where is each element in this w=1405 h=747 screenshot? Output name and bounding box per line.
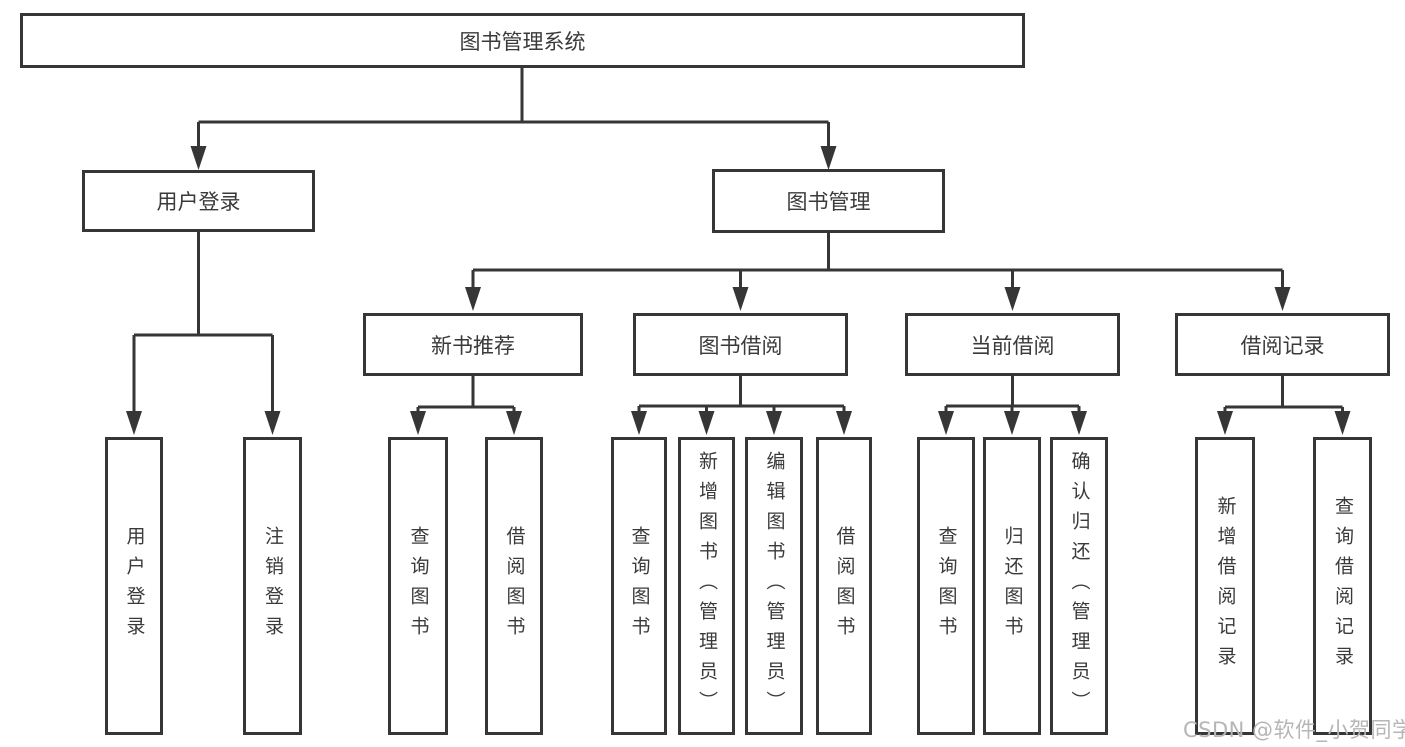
node-book-mgmt-label: 图书管理 bbox=[786, 190, 871, 214]
node-current-borrow-label: 当前借阅 bbox=[970, 333, 1055, 358]
leaf-current-confirm: 确认归还（管理员） bbox=[1050, 437, 1108, 735]
connector-book-mgmt-branch bbox=[471, 233, 1284, 290]
leaf-newbook-query: 查询图书 bbox=[388, 437, 448, 735]
leaf-record-add: 新增借阅记录 bbox=[1195, 437, 1255, 735]
leaf-borrow-add: 新增图书（管理员） bbox=[678, 437, 735, 735]
arrowhead-icon bbox=[1004, 411, 1020, 435]
leaf-borrow-edit: 编辑图书（管理员） bbox=[745, 437, 803, 735]
arrowhead-icon bbox=[1274, 287, 1291, 311]
leaf-user-login: 用户登录 bbox=[105, 437, 163, 735]
connector-user-login-branch bbox=[132, 232, 274, 414]
arrowhead-icon bbox=[732, 287, 749, 311]
arrowhead-icon bbox=[820, 146, 837, 170]
leaf-newbook-borrow-label: 借阅图书 bbox=[503, 526, 526, 646]
node-root: 图书管理系统 bbox=[20, 13, 1025, 68]
connector-new-book-branch bbox=[416, 376, 516, 414]
leaf-borrow-add-label: 新增图书（管理员） bbox=[696, 451, 718, 721]
arrowhead-icon bbox=[506, 411, 522, 435]
connector-book-borrow-branch bbox=[637, 376, 846, 414]
arrowheads bbox=[126, 146, 1351, 435]
arrowhead-icon bbox=[836, 411, 852, 435]
leaf-borrow-edit-label: 编辑图书（管理员） bbox=[763, 451, 786, 721]
leaf-record-query: 查询借阅记录 bbox=[1313, 437, 1372, 735]
leaf-record-query-label: 查询借阅记录 bbox=[1332, 496, 1354, 676]
leaf-current-confirm-label: 确认归还（管理员） bbox=[1068, 451, 1091, 721]
arrowhead-icon bbox=[1217, 411, 1233, 435]
node-user-login-label: 用户登录 bbox=[156, 190, 241, 214]
node-borrow-record-label: 借阅记录 bbox=[1240, 333, 1325, 358]
connector-borrow-record-branch bbox=[1223, 376, 1344, 414]
arrowhead-icon bbox=[1334, 411, 1351, 435]
arrowhead-icon bbox=[264, 411, 281, 435]
node-book-borrow-label: 图书借阅 bbox=[698, 333, 783, 358]
connector-root-branch bbox=[197, 68, 830, 150]
arrowhead-icon bbox=[410, 411, 426, 435]
leaf-current-return-label: 归还图书 bbox=[1001, 526, 1024, 646]
arrowhead-icon bbox=[190, 146, 207, 170]
arrowhead-icon bbox=[631, 411, 647, 435]
leaf-newbook-query-label: 查询图书 bbox=[407, 526, 430, 646]
node-new-book-label: 新书推荐 bbox=[431, 333, 515, 358]
leaf-user-login-label: 用户登录 bbox=[123, 526, 146, 646]
leaf-record-add-label: 新增借阅记录 bbox=[1214, 496, 1237, 676]
node-book-mgmt: 图书管理 bbox=[712, 169, 945, 233]
leaf-logout: 注销登录 bbox=[243, 437, 302, 735]
node-user-login: 用户登录 bbox=[82, 170, 315, 232]
leaf-current-return: 归还图书 bbox=[983, 437, 1041, 735]
node-current-borrow: 当前借阅 bbox=[905, 313, 1120, 376]
leaf-newbook-borrow: 借阅图书 bbox=[485, 437, 543, 735]
leaf-borrow-do: 借阅图书 bbox=[816, 437, 872, 735]
leaf-logout-label: 注销登录 bbox=[262, 526, 284, 646]
leaf-borrow-do-label: 借阅图书 bbox=[833, 526, 856, 646]
node-root-label: 图书管理系统 bbox=[459, 29, 586, 54]
node-book-borrow: 图书借阅 bbox=[633, 313, 848, 376]
arrowhead-icon bbox=[766, 411, 782, 435]
node-borrow-record: 借阅记录 bbox=[1175, 313, 1390, 376]
arrowhead-icon bbox=[698, 411, 715, 435]
node-new-book: 新书推荐 bbox=[363, 313, 583, 376]
arrowhead-icon bbox=[126, 411, 142, 435]
leaf-current-query-label: 查询图书 bbox=[935, 526, 958, 646]
connector-current-borrow-branch bbox=[944, 376, 1081, 414]
arrowhead-icon bbox=[1071, 411, 1087, 435]
leaf-borrow-query-label: 查询图书 bbox=[628, 526, 651, 646]
arrowhead-icon bbox=[938, 411, 954, 435]
leaf-borrow-query: 查询图书 bbox=[611, 437, 667, 735]
arrowhead-icon bbox=[465, 287, 481, 311]
leaf-current-query: 查询图书 bbox=[917, 437, 975, 735]
arrowhead-icon bbox=[1004, 287, 1021, 311]
connector-lines bbox=[132, 68, 1344, 414]
csdn-watermark: CSDN @软件_小贺同学 bbox=[1183, 718, 1405, 742]
